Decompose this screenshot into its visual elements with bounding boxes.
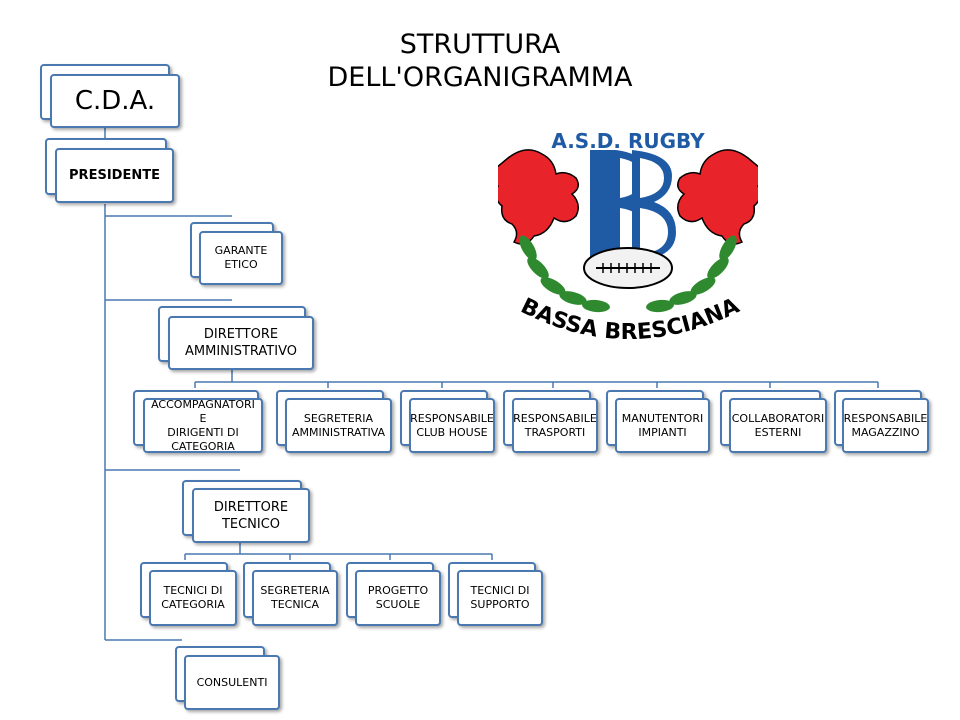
direttore-tecnico-label: DIRETTORE TECNICO xyxy=(213,499,289,532)
cda-box: C.D.A. xyxy=(50,74,180,128)
unit-label: COLLABORATORI ESTERNI xyxy=(731,411,825,439)
unit-label: TECNICI DI CATEGORIA xyxy=(161,584,225,611)
unit-segreteria-tecnica-box: SEGRETERIA TECNICA xyxy=(252,570,338,626)
consulenti-label: CONSULENTI xyxy=(196,675,268,689)
unit-label: RESPONSABILE TRASPORTI xyxy=(513,411,597,439)
unit-label: ACCOMPAGNATORI E DIRIGENTI DI CATEGORIA xyxy=(151,397,255,453)
unit-label: SEGRETERIA AMMINISTRATIVA xyxy=(291,411,386,439)
unit-tecnici-supporto-box: TECNICI DI SUPPORTO xyxy=(457,570,543,626)
direttore-amministrativo-label: DIRETTORE AMMINISTRATIVO xyxy=(185,327,297,359)
unit-label: RESPONSABILE CLUB HOUSE xyxy=(410,411,494,439)
presidente-label: PRESIDENTE xyxy=(69,167,160,183)
unit-label: PROGETTO SCUOLE xyxy=(367,584,429,611)
consulenti-box: CONSULENTI xyxy=(184,655,280,710)
unit-club-house-box: RESPONSABILE CLUB HOUSE xyxy=(409,398,495,453)
garante-label: GARANTE ETICO xyxy=(214,244,268,271)
page-title: STRUTTURA DELL'ORGANIGRAMMA xyxy=(300,28,660,94)
cda-label: C.D.A. xyxy=(74,86,156,116)
unit-collaboratori-box: COLLABORATORI ESTERNI xyxy=(729,398,827,453)
club-logo: A.S.D. RUGBY xyxy=(498,129,758,345)
garante-box: GARANTE ETICO xyxy=(199,231,283,285)
lion-right-icon xyxy=(677,149,758,245)
bb-monogram-icon xyxy=(590,150,676,260)
presidente-box: PRESIDENTE xyxy=(55,148,174,203)
unit-segreteria-amministrativa-box: SEGRETERIA AMMINISTRATIVA xyxy=(285,398,392,453)
unit-label: RESPONSABILE MAGAZZINO xyxy=(843,411,928,439)
direttore-tecnico-box: DIRETTORE TECNICO xyxy=(192,488,310,543)
unit-tecnici-categoria-box: TECNICI DI CATEGORIA xyxy=(149,570,237,626)
unit-label: TECNICI DI SUPPORTO xyxy=(470,584,530,611)
unit-label: SEGRETERIA TECNICA xyxy=(260,584,330,611)
unit-trasporti-box: RESPONSABILE TRASPORTI xyxy=(512,398,598,453)
laurel-wreath-icon xyxy=(519,235,737,313)
unit-progetto-scuole-box: PROGETTO SCUOLE xyxy=(355,570,441,626)
direttore-amministrativo-box: DIRETTORE AMMINISTRATIVO xyxy=(168,316,314,370)
rugby-ball-icon xyxy=(583,247,673,289)
title-line-1: STRUTTURA xyxy=(399,29,561,60)
unit-accompagnatori-box: ACCOMPAGNATORI E DIRIGENTI DI CATEGORIA xyxy=(143,398,263,453)
unit-label: MANUTENTORI IMPIANTI xyxy=(621,411,704,439)
unit-magazzino-box: RESPONSABILE MAGAZZINO xyxy=(842,398,929,453)
logo-bottom-textpath: BASSA BRESCIANA xyxy=(517,294,743,345)
logo-top-text: A.S.D. RUGBY xyxy=(551,129,705,153)
logo-bottom-text: BASSA BRESCIANA xyxy=(517,294,743,345)
lion-left-icon xyxy=(498,149,579,245)
title-line-2: DELL'ORGANIGRAMMA xyxy=(327,62,633,93)
unit-manutentori-box: MANUTENTORI IMPIANTI xyxy=(615,398,710,453)
